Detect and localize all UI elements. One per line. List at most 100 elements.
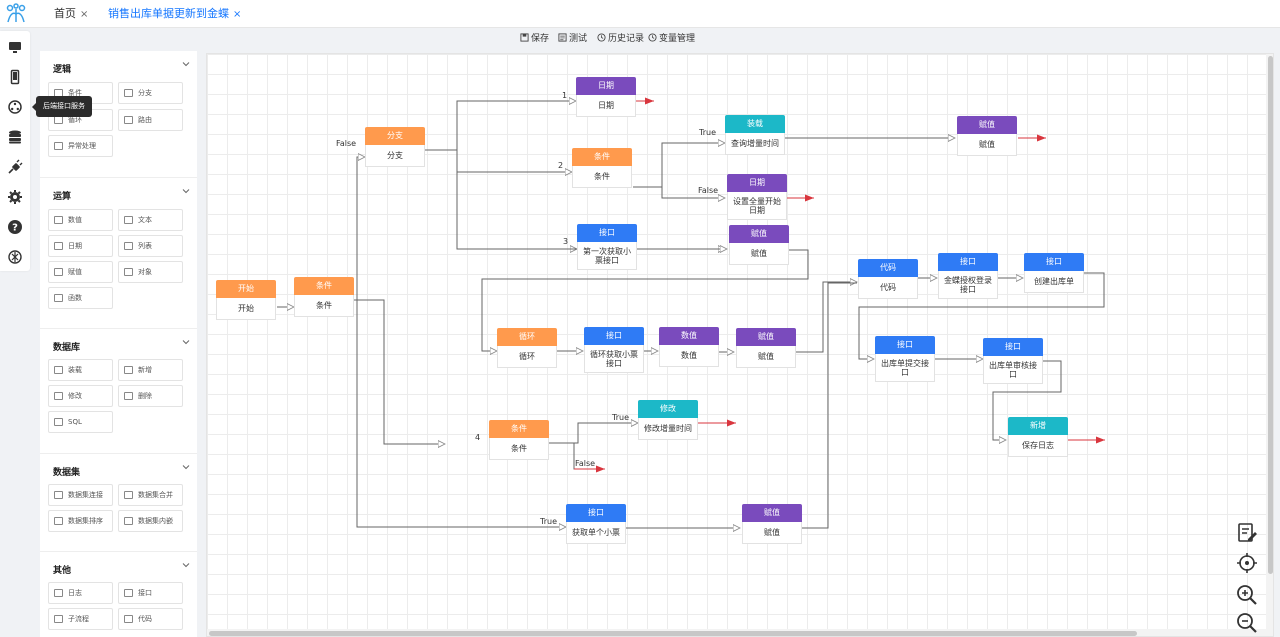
palette-item-load[interactable]: 装载 bbox=[48, 359, 113, 381]
load-icon bbox=[54, 366, 63, 374]
flow-node-loop[interactable]: 循环 循环 bbox=[497, 328, 557, 368]
variables-button[interactable]: 变量管理 bbox=[648, 31, 695, 48]
palette-item-text[interactable]: 文本 bbox=[118, 209, 183, 231]
tab-sales-outbound-label: 销售出库单据更新到金蝶 bbox=[108, 7, 229, 20]
database-icon[interactable] bbox=[3, 125, 27, 149]
edge-label-3: 3 bbox=[563, 237, 569, 246]
palette-item-label: 数据集排序 bbox=[68, 517, 103, 525]
tab-sales-outbound[interactable]: 销售出库单据更新到金蝶 × bbox=[108, 0, 241, 28]
palette-item-api[interactable]: 接口 bbox=[118, 582, 183, 604]
palette-item-code[interactable]: 代码 bbox=[118, 608, 183, 630]
scrollbar-thumb[interactable] bbox=[209, 631, 1137, 636]
tab-sales-outbound-close-icon[interactable]: × bbox=[233, 9, 242, 20]
palette-item-insert[interactable]: 新增 bbox=[118, 359, 183, 381]
chevron-down-icon[interactable] bbox=[181, 186, 191, 196]
node-body: 设置全量开始日期 bbox=[727, 192, 787, 220]
chevron-down-icon[interactable] bbox=[181, 59, 191, 69]
scrollbar-thumb[interactable] bbox=[1268, 56, 1273, 574]
flow-node-start[interactable]: 开始 开始 bbox=[216, 280, 276, 320]
horizontal-scrollbar[interactable] bbox=[207, 629, 1273, 636]
openai-icon[interactable] bbox=[3, 245, 27, 269]
flow-node-api[interactable]: 接口 出库单审核接口 bbox=[983, 338, 1043, 384]
zoom-in-icon[interactable] bbox=[1236, 584, 1258, 606]
route-icon bbox=[124, 116, 133, 124]
palette-item-dataset-merge[interactable]: 数据集合并 bbox=[118, 484, 183, 506]
mobile-icon[interactable] bbox=[3, 65, 27, 89]
flow-node-modify[interactable]: 修改 修改增量时间 bbox=[638, 400, 698, 440]
node-head: 新增 bbox=[1008, 417, 1068, 435]
palette-item-label: 日期 bbox=[68, 242, 82, 250]
palette-item-sql[interactable]: SQL bbox=[48, 411, 113, 433]
list-icon bbox=[124, 242, 133, 250]
tab-home[interactable]: 首页× bbox=[54, 0, 88, 28]
history-button[interactable]: 历史记录 bbox=[597, 31, 644, 48]
flow-node-branch[interactable]: 分支 分支 bbox=[365, 127, 425, 167]
palette-item-delete[interactable]: 删除 bbox=[118, 385, 183, 407]
palette-item-branch[interactable]: 分支 bbox=[118, 82, 183, 104]
flow-node-insert[interactable]: 新增 保存日志 bbox=[1008, 417, 1068, 457]
palette-item-update[interactable]: 修改 bbox=[48, 385, 113, 407]
palette-item-object[interactable]: 对象 bbox=[118, 261, 183, 283]
palette-item-list[interactable]: 列表 bbox=[118, 235, 183, 257]
palette-item-dataset-sort[interactable]: 数据集排序 bbox=[48, 510, 113, 532]
palette-item-number[interactable]: 数值 bbox=[48, 209, 113, 231]
flow-canvas[interactable]: False 1 2 3 4 True False True False True… bbox=[206, 53, 1274, 637]
chevron-down-icon[interactable] bbox=[181, 560, 191, 570]
palette-item-subflow[interactable]: 子流程 bbox=[48, 608, 113, 630]
node-head: 接口 bbox=[584, 327, 644, 345]
flow-node-condition[interactable]: 条件 条件 bbox=[294, 277, 354, 317]
plug-icon[interactable] bbox=[3, 155, 27, 179]
flow-node-condition[interactable]: 条件 条件 bbox=[572, 148, 632, 188]
flow-node-api[interactable]: 接口 金蝶授权登录接口 bbox=[938, 253, 998, 299]
node-body: 赋值 bbox=[736, 346, 796, 368]
flow-node-api[interactable]: 接口 获取单个小票 bbox=[566, 504, 626, 544]
assign-icon bbox=[54, 268, 63, 276]
palette-item-date[interactable]: 日期 bbox=[48, 235, 113, 257]
vertical-scrollbar[interactable] bbox=[1266, 54, 1273, 629]
flow-node-assign[interactable]: 赋值 赋值 bbox=[736, 328, 796, 368]
flow-node-load[interactable]: 装载 查询增量时间 bbox=[725, 115, 785, 155]
test-icon bbox=[558, 33, 567, 42]
chevron-down-icon[interactable] bbox=[181, 462, 191, 472]
variables-label: 变量管理 bbox=[659, 34, 696, 44]
palette-item-assign[interactable]: 赋值 bbox=[48, 261, 113, 283]
palette-item-label: 路由 bbox=[138, 116, 152, 124]
object-icon bbox=[124, 268, 133, 276]
gear-icon[interactable] bbox=[3, 185, 27, 209]
edit-icon[interactable] bbox=[1236, 522, 1258, 544]
palette-item-dataset-join[interactable]: 数据集连接 bbox=[48, 484, 113, 506]
flow-node-assign[interactable]: 赋值 赋值 bbox=[729, 225, 789, 265]
palette-item-label: 对象 bbox=[138, 268, 152, 276]
palette-item-route[interactable]: 路由 bbox=[118, 109, 183, 131]
save-button[interactable]: 保存 bbox=[520, 31, 549, 48]
flow-node-api[interactable]: 接口 出库单提交接口 bbox=[875, 336, 935, 382]
api-service-icon[interactable] bbox=[3, 95, 27, 119]
flow-node-date[interactable]: 日期 日期 bbox=[576, 77, 636, 117]
locate-icon[interactable] bbox=[1236, 552, 1258, 574]
flow-node-assign[interactable]: 赋值 赋值 bbox=[957, 116, 1017, 156]
zoom-out-icon[interactable] bbox=[1236, 612, 1258, 634]
flow-node-api[interactable]: 接口 循环获取小票接口 bbox=[584, 327, 644, 373]
help-icon[interactable]: ? bbox=[3, 215, 27, 239]
flow-node-code[interactable]: 代码 代码 bbox=[858, 259, 918, 299]
flow-node-api[interactable]: 接口 创建出库单 bbox=[1024, 253, 1084, 293]
chevron-down-icon[interactable] bbox=[181, 337, 191, 347]
clock-icon bbox=[648, 33, 657, 42]
node-head: 条件 bbox=[294, 277, 354, 295]
flow-node-assign[interactable]: 赋值 赋值 bbox=[742, 504, 802, 544]
node-head: 赋值 bbox=[729, 225, 789, 243]
test-button[interactable]: 测试 bbox=[558, 31, 587, 48]
flow-node-date[interactable]: 日期 设置全量开始日期 bbox=[727, 174, 787, 220]
palette-item-exception[interactable]: 异常处理 bbox=[48, 135, 113, 157]
flow-node-number[interactable]: 数值 数值 bbox=[659, 327, 719, 367]
palette-item-label: 接口 bbox=[138, 589, 152, 597]
tab-home-close-icon[interactable]: × bbox=[80, 9, 89, 20]
palette-item-dataset-nest[interactable]: 数据集内嵌 bbox=[118, 510, 183, 532]
palette-item-function[interactable]: 函数 bbox=[48, 287, 113, 309]
palette-item-log[interactable]: 日志 bbox=[48, 582, 113, 604]
code-icon bbox=[124, 615, 133, 623]
flow-node-api[interactable]: 接口 第一次获取小票接口 bbox=[577, 224, 637, 270]
flow-node-condition[interactable]: 条件 条件 bbox=[489, 420, 549, 460]
monitor-icon[interactable] bbox=[3, 35, 27, 59]
subflow-icon bbox=[54, 615, 63, 623]
